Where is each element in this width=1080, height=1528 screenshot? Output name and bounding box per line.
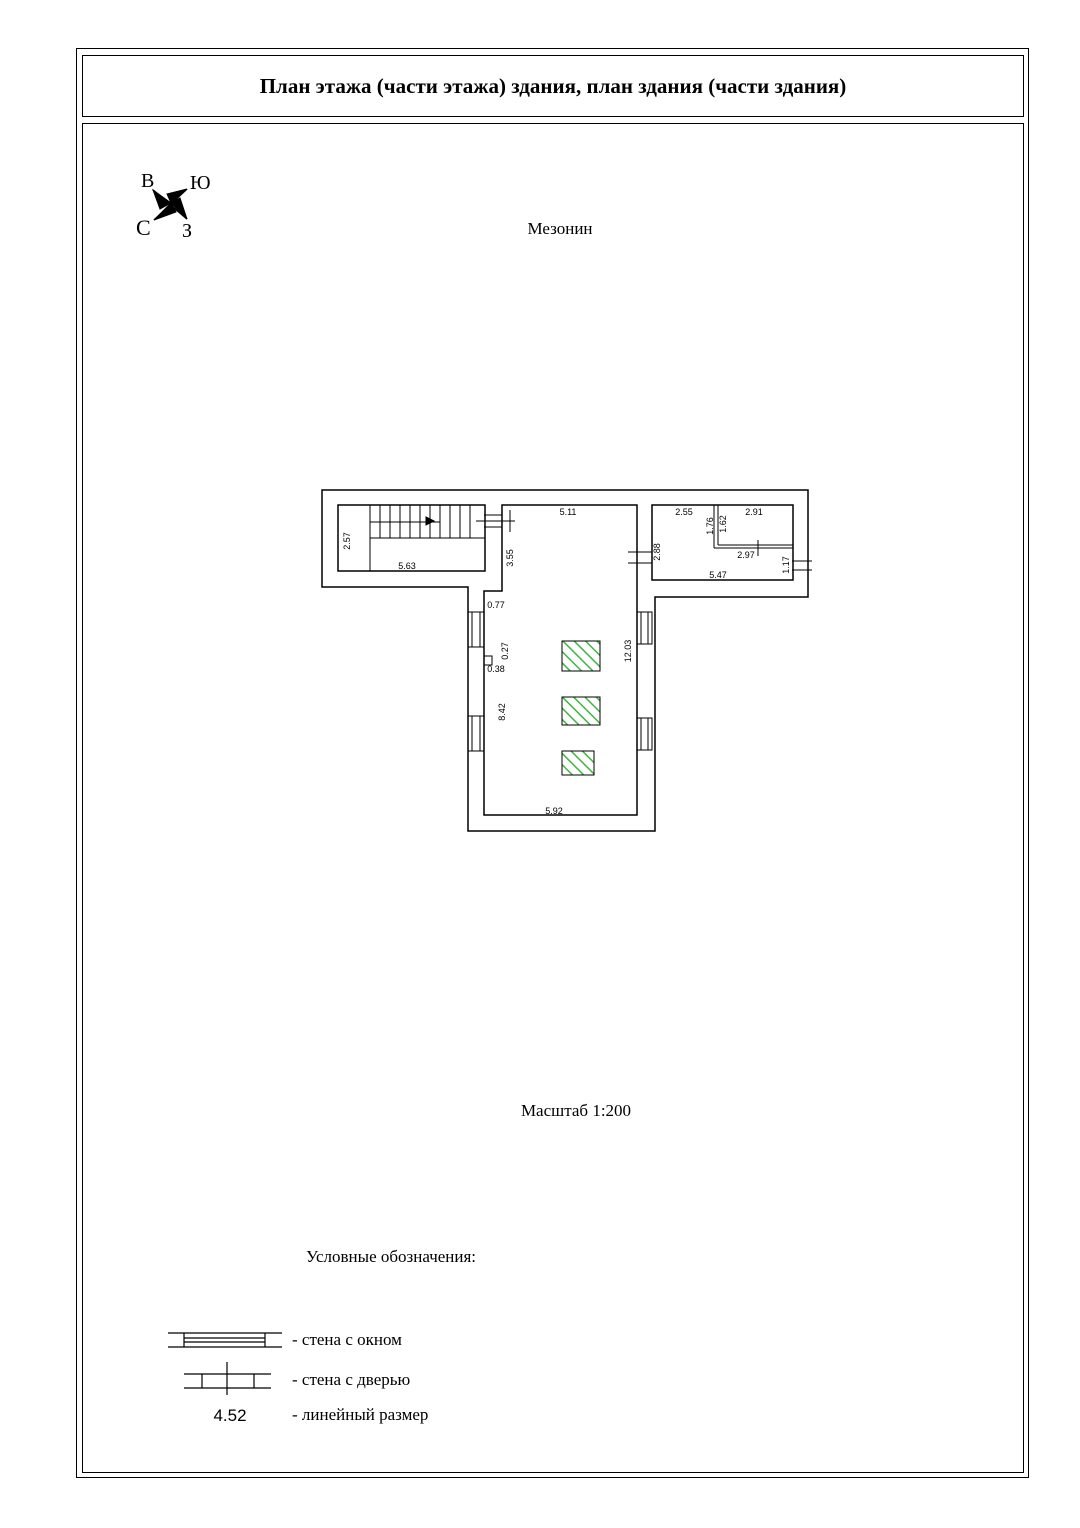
dim-label: 3.55 [505, 549, 515, 567]
floor-name: Мезонин [527, 219, 592, 238]
legend-window-symbol [168, 1332, 282, 1348]
legend-door-label: - стена с дверью [292, 1370, 410, 1389]
dim-label: 2.55 [675, 507, 693, 517]
drawing-area [82, 123, 1024, 1473]
compass-south: Ю [190, 172, 211, 194]
dim-label: 0.77 [487, 600, 505, 610]
compass-west: З [182, 220, 192, 242]
hatched-column [561, 750, 595, 776]
door-symbols [476, 510, 812, 571]
dim-label: 1.62 [718, 515, 728, 533]
scale-label: Масштаб 1:200 [521, 1101, 631, 1120]
legend-dim-label: - линейный размер [292, 1405, 428, 1424]
dim-label: 2.88 [652, 543, 662, 561]
dim-label: 2.97 [737, 550, 755, 560]
dim-label: 5.92 [545, 806, 563, 816]
page-title: План этажа (части этажа) здания, план зд… [259, 73, 847, 98]
dim-label: 5.11 [560, 507, 577, 517]
title-box: План этажа (части этажа) здания, план зд… [82, 55, 1024, 117]
legend-window-label: - стена с окном [292, 1330, 402, 1349]
dim-label: 2.57 [342, 532, 352, 550]
compass-north: С [136, 215, 151, 240]
legend-dim-sample: 4.52 [213, 1406, 246, 1425]
window-symbols [467, 611, 653, 752]
dim-label: 2.91 [745, 507, 763, 517]
staircase [369, 505, 485, 571]
dim-label: 5.47 [709, 570, 727, 580]
dim-label: 0.38 [487, 664, 505, 674]
dim-label: 0.27 [500, 642, 510, 660]
dim-label: 5.63 [398, 561, 416, 571]
compass-icon [151, 188, 188, 221]
dim-label: 8.42 [497, 703, 507, 721]
hatched-column [561, 696, 601, 726]
dim-label: 12.03 [623, 640, 633, 663]
wall-niche [483, 655, 493, 666]
building-walls [321, 489, 809, 832]
compass-east: В [141, 170, 154, 192]
dim-label: 1.17 [781, 556, 791, 574]
dim-label: 1.76 [705, 517, 715, 535]
legend-door-symbol [184, 1362, 271, 1395]
legend-title: Условные обозначения: [306, 1247, 476, 1266]
outer-frame [76, 48, 1029, 1478]
right-room-partitions [713, 505, 793, 549]
hatched-column [561, 640, 601, 672]
